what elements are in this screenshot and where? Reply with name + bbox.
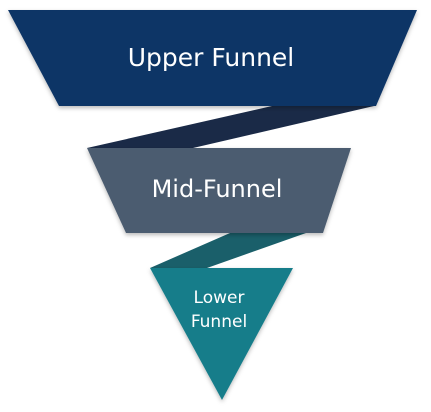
- stage-mid-label: Mid-Funnel: [152, 175, 283, 203]
- connector-mid-lower: [150, 233, 306, 268]
- stage-mid-shape: [87, 148, 351, 233]
- stage-upper-label: Upper Funnel: [128, 43, 295, 72]
- connector-upper-mid: [87, 106, 374, 148]
- stage-lower-shape: [150, 268, 293, 400]
- stage-upper-funnel: Upper Funnel: [8, 10, 417, 106]
- stage-upper-shape: [8, 10, 417, 106]
- stage-lower-funnel: Lower Funnel: [150, 268, 293, 400]
- stage-lower-label-line1: Lower: [194, 288, 245, 308]
- stage-mid-funnel: Mid-Funnel: [87, 148, 351, 233]
- stage-lower-label-line2: Funnel: [191, 312, 247, 332]
